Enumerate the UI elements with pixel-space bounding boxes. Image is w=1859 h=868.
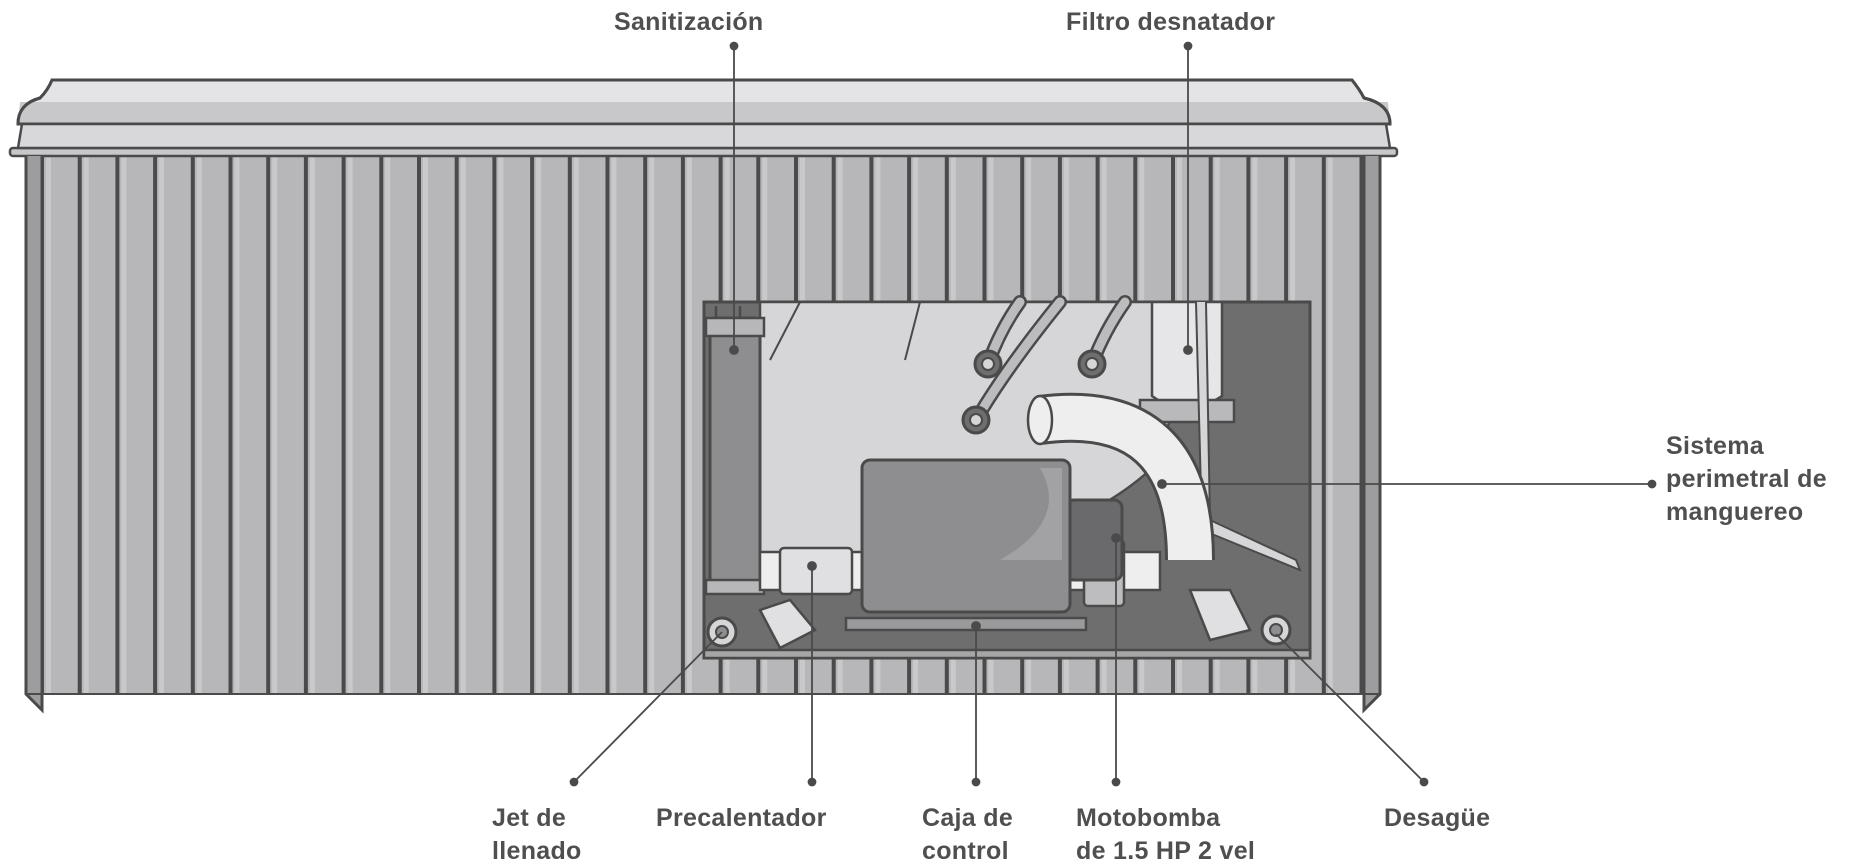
panel-slat-highlight: [536, 156, 542, 694]
label-sistema-line-1: Sistema: [1666, 432, 1764, 460]
label-filtro-desnatador: Filtro desnatador: [1066, 6, 1275, 39]
spa-lid: [8, 78, 1399, 158]
label-caja-de-control: Caja de control: [922, 802, 1013, 868]
label-sanitizacion: Sanitización: [614, 6, 763, 39]
panel-slat-highlight: [347, 156, 353, 694]
panel-slat-highlight: [234, 156, 240, 694]
panel-slat-highlight: [498, 156, 504, 694]
panel-slat-highlight: [121, 156, 127, 694]
label-desague: Desagüe: [1384, 802, 1490, 835]
label-jet-line-2: llenado: [492, 837, 582, 865]
label-precalentador: Precalentador: [656, 802, 827, 835]
label-jet-line-1: Jet de: [492, 804, 567, 832]
panel-slat-highlight: [385, 156, 391, 694]
panel-slat-highlight: [196, 156, 202, 694]
label-sistema-perimetral: Sistema perimetral de manguereo: [1666, 430, 1827, 529]
panel-slat-highlight: [686, 156, 692, 694]
label-desague-line-1: Desagüe: [1384, 804, 1491, 832]
label-sistema-line-3: manguereo: [1666, 498, 1804, 526]
label-precalentador-line-1: Precalentador: [656, 804, 827, 832]
panel-slat-highlight: [159, 156, 165, 694]
label-sistema-line-2: perimetral de: [1666, 465, 1827, 493]
panel-slat-highlight: [460, 156, 466, 694]
panel-slat-highlight: [272, 156, 278, 694]
cabinet-left-edge: [24, 156, 44, 714]
label-motobomba: Motobomba de 1.5 HP 2 vel: [1076, 802, 1255, 868]
leader-lines: [569, 41, 1657, 787]
label-filtro-line-1: Filtro desnatador: [1066, 8, 1276, 36]
label-jet-de-llenado: Jet de llenado: [492, 802, 582, 868]
equipment-cavity: [702, 295, 1312, 660]
panel-slat-highlight: [1327, 156, 1333, 694]
label-caja-line-1: Caja de: [922, 804, 1014, 832]
panel-slat-highlight: [573, 156, 579, 694]
label-caja-line-2: control: [922, 837, 1009, 865]
panel-slat-highlight: [309, 156, 315, 694]
label-motobomba-line-1: Motobomba: [1076, 804, 1221, 832]
cabinet-right-edge: [1362, 156, 1382, 714]
panel-slat-highlight: [649, 156, 655, 694]
panel-slat-highlight: [423, 156, 428, 694]
label-motobomba-line-2: de 1.5 HP 2 vel: [1076, 837, 1256, 865]
panel-slat-highlight: [83, 156, 89, 694]
panel-slat-highlight: [611, 156, 617, 694]
label-sanitizacion-line-1: Sanitización: [614, 8, 764, 36]
panel-slat-highlight: [46, 156, 51, 694]
